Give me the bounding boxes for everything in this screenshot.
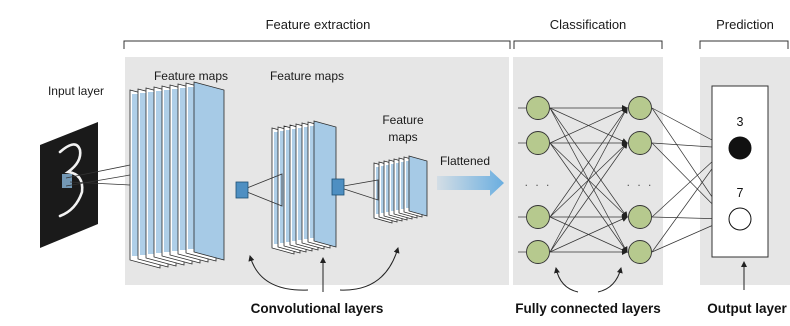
input-projection-line bbox=[65, 164, 131, 179]
conv-cone-2-window bbox=[331, 178, 345, 196]
feature-maps-label-3-line2: maps bbox=[388, 130, 417, 144]
feature-map-stack-3-sheet-edge bbox=[386, 165, 389, 212]
input-projection-line bbox=[65, 174, 131, 187]
feature-map-stack-1-sheet-edge bbox=[188, 87, 194, 249]
output-layer-caption: Output layer bbox=[707, 301, 787, 316]
fc-edge bbox=[549, 216, 628, 253]
conv-cone-1 bbox=[240, 173, 283, 207]
fully-connected-layers-caption: Fully connected layers bbox=[515, 301, 661, 316]
feature-map-stack-2-sheet-edge bbox=[298, 128, 302, 240]
feature-map-stack-3-sheet-edge bbox=[406, 161, 409, 208]
input-layer-label: Input layer bbox=[48, 84, 104, 98]
feature-map-stack-3-sheet-edge bbox=[381, 166, 384, 213]
section-bracket-feature-extraction bbox=[123, 40, 511, 49]
conv-pointer-arrow-1 bbox=[248, 255, 309, 291]
fc-edge bbox=[549, 107, 628, 218]
convolutional-layers-caption: Convolutional layers bbox=[251, 301, 384, 316]
fc-layer2-node bbox=[628, 240, 652, 264]
fc-pointer-arrow-1 bbox=[554, 267, 579, 293]
feature-maps-label-2: Feature maps bbox=[270, 69, 344, 83]
feature-map-stack-2-sheet-edge bbox=[310, 126, 314, 238]
fully-connected-nodes bbox=[526, 96, 652, 264]
feature-map-stack-1-sheet-edge bbox=[156, 91, 162, 253]
feature-map-stack-2-sheet-edge bbox=[286, 130, 290, 242]
flatten-arrow bbox=[437, 170, 504, 196]
feature-map-stack-3-sheet-edge bbox=[376, 167, 379, 214]
hidden-layer-ellipsis-right: . . . bbox=[627, 175, 654, 189]
output-digit-top: 3 bbox=[737, 115, 744, 129]
feature-map-stacks bbox=[65, 81, 428, 269]
fc-layer2-node bbox=[628, 205, 652, 229]
fc-layer1-node bbox=[526, 205, 550, 229]
output-node-active bbox=[728, 136, 752, 160]
feature-map-stack-1-sheet bbox=[193, 81, 225, 261]
feature-map-stack-3-sheet-edge bbox=[391, 164, 394, 211]
fc-edge bbox=[549, 107, 628, 144]
fc-edge bbox=[549, 107, 628, 253]
feature-map-stack-3-sheet-edge bbox=[401, 162, 404, 209]
section-title-classification: Classification bbox=[550, 17, 627, 32]
feature-map-stack-1-sheet-edge bbox=[148, 92, 154, 254]
output-digit-bottom: 7 bbox=[737, 186, 744, 200]
feature-map-stack-3-sheet-edge bbox=[396, 163, 399, 210]
fc-edge bbox=[549, 142, 628, 253]
feature-maps-label-3-line1: Feature bbox=[382, 113, 424, 127]
feature-map-stack-1-sheet-edge bbox=[164, 90, 170, 252]
fc-layer1-node bbox=[526, 96, 550, 120]
feature-map-stack-1-sheet-edge bbox=[140, 93, 146, 255]
fc-layer2-node bbox=[628, 131, 652, 155]
section-title-prediction: Prediction bbox=[716, 17, 774, 32]
flattened-label: Flattened bbox=[440, 154, 490, 168]
section-bracket-prediction bbox=[699, 40, 789, 49]
fc-layer2-node bbox=[628, 96, 652, 120]
feature-map-stack-2-sheet-edge bbox=[292, 129, 296, 241]
hidden-layer-ellipsis-left: . . . bbox=[525, 175, 552, 189]
fc-layer1-node bbox=[526, 240, 550, 264]
feature-map-stack-2-sheet-edge bbox=[304, 127, 308, 239]
feature-map-stack-2-sheet-edge bbox=[274, 132, 278, 244]
conv-pointer-arrow-3 bbox=[339, 247, 400, 291]
input-receptive-field bbox=[62, 174, 72, 188]
input-projection-line bbox=[69, 181, 131, 186]
feature-map-stack-1-sheet-edge bbox=[132, 94, 138, 256]
feature-map-stack-1-sheet-edge bbox=[180, 88, 186, 250]
conv-cone-2 bbox=[337, 179, 379, 201]
fc-pointer-arrow-2 bbox=[597, 267, 623, 293]
feature-map-stack-1-sheet-edge bbox=[172, 89, 178, 251]
input-digit-stroke bbox=[58, 143, 84, 218]
output-node-inactive bbox=[728, 207, 752, 231]
section-bracket-classification bbox=[513, 40, 663, 49]
section-title-feature-extraction: Feature extraction bbox=[266, 17, 371, 32]
feature-map-stack-2-sheet bbox=[313, 120, 337, 248]
feature-maps-label-1: Feature maps bbox=[154, 69, 228, 83]
feature-map-stack-3-sheet bbox=[408, 155, 428, 217]
conv-cone-1-window bbox=[235, 181, 249, 199]
fc-layer1-node bbox=[526, 131, 550, 155]
output-layer-box bbox=[711, 85, 769, 258]
